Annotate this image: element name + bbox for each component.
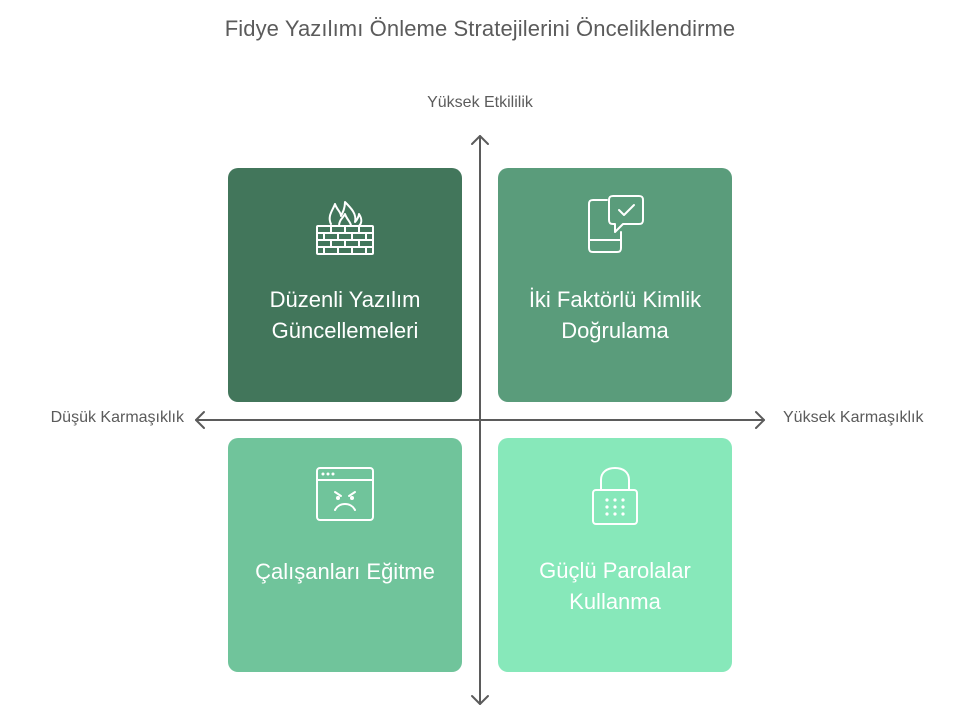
padlock-icon [592,467,638,525]
quadrant-top-right: İki Faktörlü Kimlik Doğrulama [498,168,732,402]
arrow-left-icon [195,411,205,429]
quadrant-label: Çalışanları Eğitme [255,559,435,584]
quadrant-top-left: Düzenli Yazılım Güncellemeleri [228,168,462,402]
quadrant-label: Düzenli Yazılım Güncellemeleri [269,287,421,343]
y-axis-top-label: Yüksek Etkililik [427,94,533,111]
quadrant-label: Güçlü Parolalar Kullanma [539,558,691,614]
phone-verification-icon [588,195,644,253]
x-axis-right-label: Yüksek Karmaşıklık [783,409,924,426]
x-axis-left-label: Düşük Karmaşıklık [50,409,184,426]
arrow-down-icon [471,695,489,705]
quadrant-bottom-right: Güçlü Parolalar Kullanma [498,438,732,672]
quadrant-bottom-left: Çalışanları Eğitme [228,438,462,672]
quadrant-label: İki Faktörlü Kimlik Doğrulama [528,287,702,343]
angry-browser-icon [316,467,374,521]
firewall-icon [316,201,374,255]
arrow-up-icon [471,135,489,145]
diagram-title: Fidye Yazılımı Önleme Stratejilerini Önc… [224,16,736,41]
arrow-right-icon [755,411,765,429]
